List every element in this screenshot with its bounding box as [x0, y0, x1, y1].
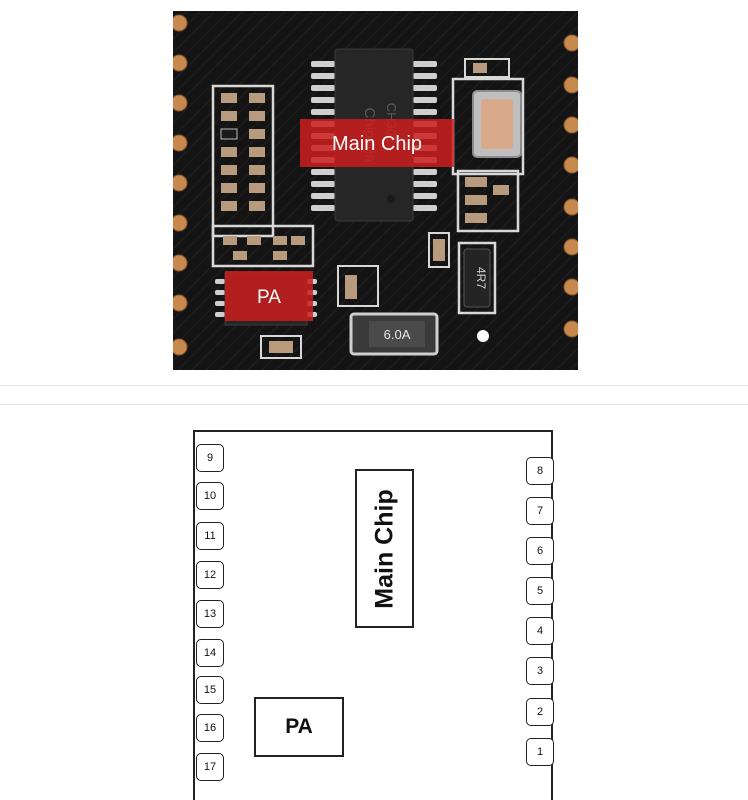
separator-bottom: [0, 404, 748, 405]
main-chip-highlight: [300, 119, 454, 167]
pin-14: 14: [196, 639, 224, 667]
pin-3: 3: [526, 657, 554, 685]
pa-block: PA: [254, 697, 344, 757]
left-passives: [211, 84, 315, 268]
pin-1: 1: [526, 738, 554, 766]
main-chip-photo-label: Main Chip: [332, 133, 422, 155]
pin-7: 7: [526, 497, 554, 525]
main-chip-block: Main Chip: [355, 469, 414, 628]
pin-11: 11: [196, 522, 224, 550]
main-chip-label: Main Chip: [370, 488, 398, 609]
diode-package: 6.0A: [337, 265, 439, 356]
diode-marking: 6.0A: [384, 327, 411, 342]
right-castellated-pads: [563, 34, 578, 338]
pa-label: PA: [285, 715, 313, 738]
pin-15: 15: [196, 676, 224, 704]
pin-6: 6: [526, 537, 554, 565]
separator-top: [0, 385, 748, 386]
pa-highlight: [225, 271, 313, 321]
pin-4: 4: [526, 617, 554, 645]
crystal-and-right-passives: 4R7: [428, 58, 525, 342]
pin-8: 8: [526, 457, 554, 485]
pin-5: 5: [526, 577, 554, 605]
module-photo: Chipsea CH302 4R7: [173, 11, 578, 370]
pin-12: 12: [196, 561, 224, 589]
pin-17: 17: [196, 753, 224, 781]
pin-16: 16: [196, 714, 224, 742]
inductor-marking: 4R7: [474, 267, 488, 289]
left-castellated-pads: [173, 14, 188, 356]
pa-photo-label: PA: [257, 287, 281, 308]
pin-10: 10: [196, 482, 224, 510]
pin-13: 13: [196, 600, 224, 628]
pin-9: 9: [196, 444, 224, 472]
pin-2: 2: [526, 698, 554, 726]
